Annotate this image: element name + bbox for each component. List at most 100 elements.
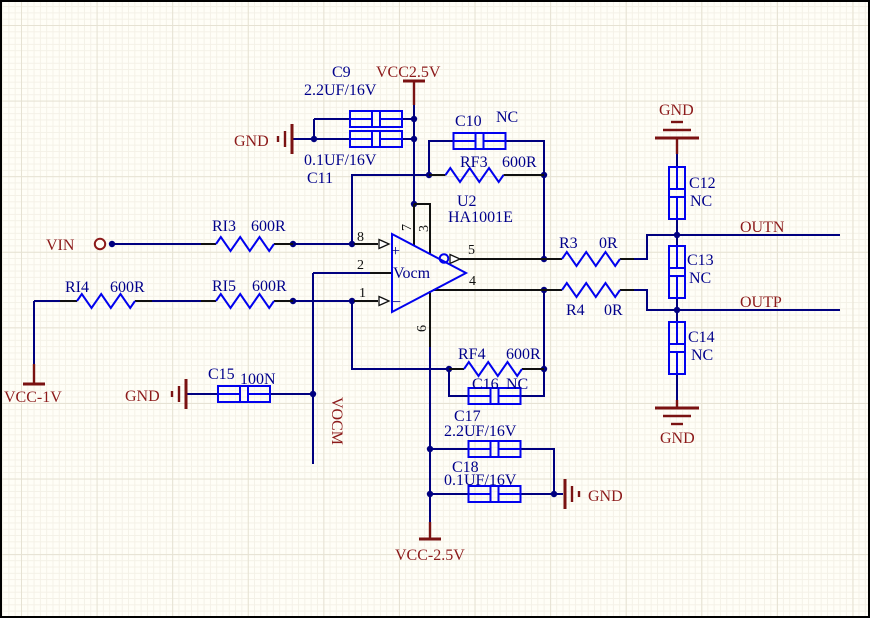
resistor-RI3[interactable]: RI3 600R <box>201 218 293 252</box>
capacitor-ref[interactable]: C10 <box>455 113 482 130</box>
gnd-label[interactable]: GND <box>660 430 695 447</box>
capacitor-value[interactable]: NC <box>691 347 713 364</box>
capacitor-value[interactable]: NC <box>496 109 518 126</box>
capacitor-ref[interactable]: C14 <box>688 329 715 346</box>
resistor-R3[interactable]: R3 0R <box>544 235 634 267</box>
gnd-port-mid-left[interactable]: GND <box>125 377 188 411</box>
capacitor-value[interactable]: 100N <box>240 371 276 388</box>
wire-c16-leads[interactable] <box>448 369 545 397</box>
capacitor-C13[interactable]: C13 NC <box>668 245 714 299</box>
capacitor-ref[interactable]: C15 <box>208 366 235 383</box>
resistor-value[interactable]: 600R <box>506 346 541 363</box>
net-label-outn[interactable]: OUTN <box>740 219 785 236</box>
opamp-designator[interactable]: U2 <box>457 193 477 210</box>
resistor-RF4[interactable]: RF4 600R <box>449 346 544 377</box>
capacitor-ref[interactable]: C11 <box>307 170 333 187</box>
gnd-bar-icon <box>563 477 581 511</box>
resistor-RI4[interactable]: RI4 600R <box>60 279 152 309</box>
power-label[interactable]: VCC-1V <box>4 389 62 406</box>
opamp-part-number[interactable]: HA1001E <box>448 209 513 226</box>
resistor-value[interactable]: 600R <box>110 279 145 296</box>
opamp-vocm-pin-name: Vocm <box>393 265 431 282</box>
junction <box>673 231 681 239</box>
pin-number-3: 3 <box>417 225 432 232</box>
gnd-label[interactable]: GND <box>588 488 623 505</box>
net-label-vin[interactable]: VIN <box>46 237 75 254</box>
capacitor-C12[interactable]: C12 NC <box>668 166 716 220</box>
capacitor-C17[interactable]: C17 2.2UF/16V <box>444 408 522 458</box>
capacitor-C14[interactable]: C14 NC <box>668 321 715 375</box>
power-port-vccm25[interactable]: VCC-2.5V <box>395 522 465 564</box>
capacitor-ref[interactable]: C16 <box>472 376 499 393</box>
power-label[interactable]: VCC-2.5V <box>395 547 465 564</box>
resistor-RF3[interactable]: RF3 600R <box>429 154 544 183</box>
resistor-value[interactable]: 600R <box>502 154 537 171</box>
gnd-bar-icon <box>170 377 188 411</box>
resistor-ref[interactable]: RI4 <box>65 279 89 296</box>
wire-feedback-bottom[interactable] <box>351 301 449 370</box>
capacitor-C9[interactable]: C9 2.2UF/16V <box>304 64 403 128</box>
capacitor-C15[interactable]: C15 100N <box>208 366 276 403</box>
resistor-ref[interactable]: RF4 <box>458 346 486 363</box>
resistor-value[interactable]: 600R <box>251 218 286 235</box>
wires[interactable] <box>33 105 840 522</box>
capacitor-C10[interactable]: C10 NC <box>452 109 519 150</box>
net-label-outp[interactable]: OUTP <box>740 294 782 311</box>
capacitor-ref[interactable]: C13 <box>687 252 714 269</box>
gnd-label[interactable]: GND <box>125 388 160 405</box>
opamp-u2[interactable]: + − Vocm 8 2 1 5 4 7 3 6 U2 HA1001E <box>354 193 544 347</box>
resistor-RI5[interactable]: RI5 600R <box>201 278 293 309</box>
gnd-bar-icon <box>276 122 294 156</box>
wire-outn[interactable] <box>634 234 840 260</box>
resistor-ref[interactable]: R3 <box>559 235 578 252</box>
gnd-port-bottom-mid[interactable]: GND <box>563 477 623 511</box>
pin-number-1: 1 <box>359 286 366 301</box>
capacitor-C18[interactable]: C18 0.1UF/16V <box>444 459 522 503</box>
resistor-body <box>215 293 275 309</box>
capacitor-ref[interactable]: C9 <box>332 64 351 81</box>
capacitor-ref[interactable]: C12 <box>689 175 716 192</box>
net-label-vocm[interactable]: VOCM <box>328 397 345 445</box>
power-port-vcc25[interactable]: VCC2.5V <box>376 64 441 105</box>
wire-c17-c18[interactable] <box>429 347 563 522</box>
gnd-port-top-right[interactable]: GND <box>653 102 701 154</box>
capacitor-value[interactable]: 2.2UF/16V <box>304 82 377 99</box>
resistor-ref[interactable]: R4 <box>566 302 585 319</box>
resistor-ref[interactable]: RF3 <box>460 154 488 171</box>
capacitor-ref[interactable]: C17 <box>454 408 481 425</box>
junction <box>426 490 434 498</box>
capacitor-C11[interactable]: 0.1UF/16V C11 <box>304 130 403 187</box>
wire-outp[interactable] <box>634 289 840 311</box>
resistor-value[interactable]: 0R <box>599 235 618 252</box>
power-label[interactable]: VCC2.5V <box>376 64 441 81</box>
capacitor-body <box>217 385 271 403</box>
wire-feedback-top[interactable] <box>351 174 429 244</box>
capacitor-ref[interactable]: C18 <box>452 459 479 476</box>
power-port-vccm1[interactable]: VCC-1V <box>4 364 62 406</box>
capacitor-value[interactable]: 2.2UF/16V <box>444 423 517 440</box>
resistor-value[interactable]: 600R <box>252 278 287 295</box>
gnd-label[interactable]: GND <box>659 102 694 119</box>
resistor-ref[interactable]: RI3 <box>212 218 236 235</box>
vin-connector-icon <box>93 237 107 251</box>
capacitor-value[interactable]: NC <box>690 193 712 210</box>
junction <box>348 297 356 305</box>
wire-c9-c11[interactable] <box>292 118 414 140</box>
opamp-triangle[interactable] <box>391 232 469 314</box>
capacitor-value[interactable]: NC <box>506 376 528 393</box>
wire-c10-leads[interactable] <box>428 140 545 175</box>
capacitor-C16[interactable]: C16 NC <box>467 376 529 405</box>
resistor-R4[interactable]: R4 0R <box>544 282 634 319</box>
capacitor-value[interactable]: 0.1UF/16V <box>444 472 517 489</box>
gnd-port-bottom-right[interactable]: GND <box>653 400 701 447</box>
capacitor-value[interactable]: 0.1UF/16V <box>304 152 377 169</box>
capacitor-value[interactable]: NC <box>689 270 711 287</box>
resistor-ref[interactable]: RI5 <box>212 278 236 295</box>
resistor-value[interactable]: 0R <box>604 302 623 319</box>
gnd-label[interactable]: GND <box>234 133 269 150</box>
junction <box>673 306 681 314</box>
port-vin[interactable]: VIN <box>46 237 107 254</box>
wire-vocm[interactable] <box>312 272 370 464</box>
gnd-port-top-left[interactable]: GND <box>234 122 294 156</box>
